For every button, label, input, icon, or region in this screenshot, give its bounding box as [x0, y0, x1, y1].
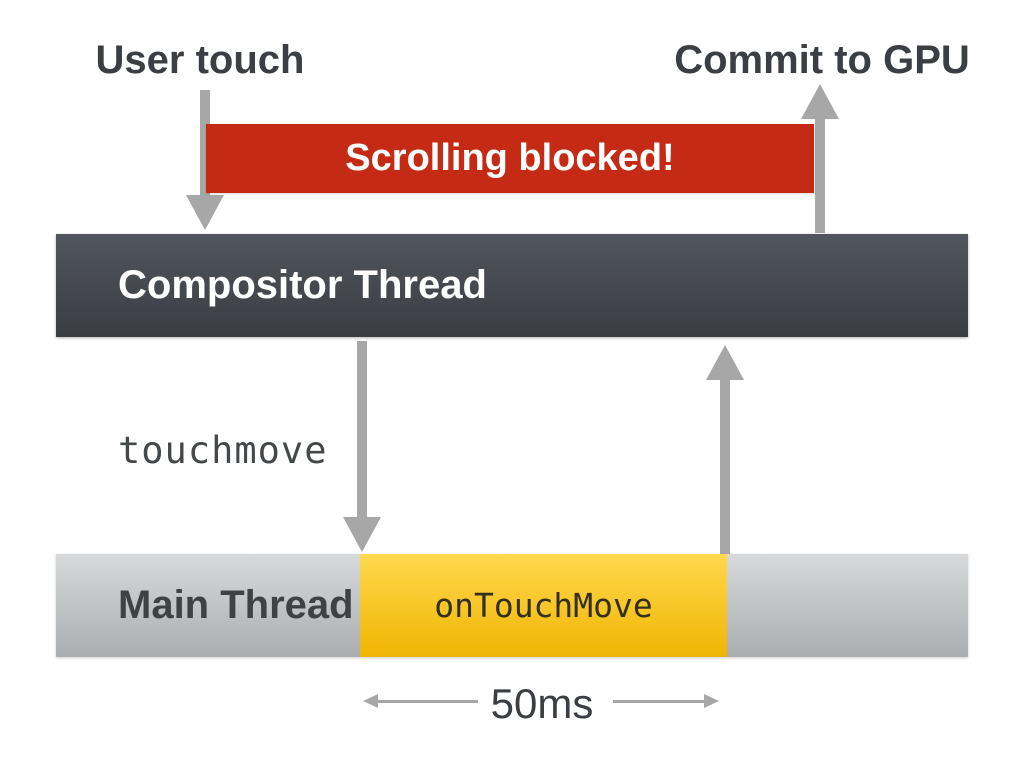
arrow-shaft	[378, 700, 478, 703]
arrow-head-left	[363, 694, 378, 708]
user-touch-label: User touch	[95, 38, 305, 82]
scrolling-blocked-label: Scrolling blocked!	[345, 137, 675, 179]
arrow-head-right	[704, 694, 719, 708]
arrow-head-down	[343, 517, 381, 552]
touchmove-event-label: touchmove	[118, 429, 328, 472]
arrow-head-up	[706, 345, 744, 380]
arrow-shaft	[720, 379, 730, 554]
ontouchmove-label: onTouchMove	[434, 586, 653, 625]
arrow-shaft	[815, 118, 825, 233]
arrow-shaft	[357, 341, 367, 517]
compositor-thread-label: Compositor Thread	[118, 263, 487, 307]
scrolling-blocked-banner: Scrolling blocked!	[206, 124, 814, 193]
ontouchmove-block: onTouchMove	[360, 554, 727, 657]
arrow-head-up	[801, 84, 839, 119]
compositor-thread-bar: Compositor Thread	[56, 234, 968, 337]
arrow-shaft	[200, 90, 210, 195]
arrow-head-down	[186, 195, 224, 230]
duration-label: 50ms	[490, 680, 594, 727]
main-thread-label: Main Thread	[118, 583, 354, 627]
main-thread-bar: Main Thread onTouchMove	[56, 554, 968, 657]
arrow-shaft	[613, 700, 705, 703]
commit-to-gpu-label: Commit to GPU	[674, 38, 970, 82]
